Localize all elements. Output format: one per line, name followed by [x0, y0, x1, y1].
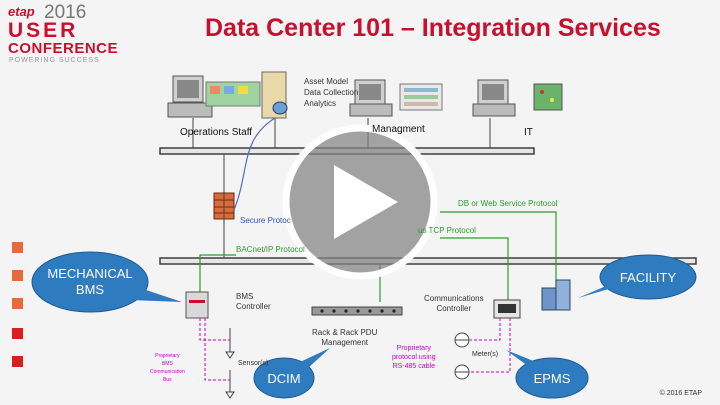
rack-pdu-icon	[311, 306, 403, 316]
mechanical-bms-text: MECHANICAL BMS	[34, 266, 146, 298]
comms-label-1: Communications	[424, 294, 484, 303]
tcp-protocol-label: us TCP Protocol	[418, 226, 476, 235]
asset-model-labels: Asset Model Data Collection Analytics	[304, 76, 358, 109]
mechanical-line-1: MECHANICAL	[47, 266, 133, 281]
management-label: Managment	[372, 124, 425, 135]
facility-text: FACILITY	[619, 270, 677, 285]
bus-label-1: Proprietary	[155, 353, 180, 359]
logo-user: USER	[8, 19, 79, 42]
proprietary-bus-label: Proprietary BMS Communication Bus	[150, 352, 185, 384]
db-protocol-label: DB or Web Service Protocol	[458, 199, 558, 208]
rack-label-2: Management	[321, 338, 369, 347]
rs485-label-1: Proprietary	[396, 345, 431, 352]
mechanical-line-2: BMS	[75, 282, 105, 297]
facility-building-icon	[541, 279, 571, 311]
bullet-5	[12, 356, 23, 367]
logo-conference: CONFERENCE	[8, 40, 119, 57]
communications-controller-icon	[493, 299, 521, 319]
dcim-bubble	[253, 348, 330, 399]
asset-label-2: Data Collection	[304, 88, 359, 97]
rs485-label: Proprietary protocol using RS-485 cable	[392, 344, 436, 371]
rs485-label-3: RS-485 cable	[392, 363, 435, 370]
comms-label-2: Controller	[436, 304, 472, 313]
bullet-4	[12, 328, 23, 339]
bms-controller-icon	[185, 291, 209, 319]
communications-controller-label: Communications Controller	[424, 294, 484, 314]
facility-bubble	[578, 254, 697, 300]
logo-tagline: POWERING SUCCESS	[9, 57, 100, 64]
bus-label-2: BMS	[161, 361, 173, 367]
rack-pdu-label: Rack & Rack PDU Management	[312, 328, 377, 348]
bms-label-2: Controller	[236, 302, 271, 311]
asset-label-1: Asset Model	[304, 77, 349, 86]
bus-label-4: Bus	[163, 377, 172, 383]
dcim-text: DCIM	[267, 371, 301, 386]
bullet-3	[12, 298, 23, 309]
secure-protocol-label: Secure Protoc	[240, 216, 291, 225]
epms-bubble	[506, 350, 589, 399]
it-label: IT	[524, 127, 533, 138]
sensors-label: Sensor(s)	[238, 360, 269, 367]
operations-workstation-icon	[167, 75, 261, 118]
logo-brand: etap	[8, 4, 35, 19]
logo-year: 2016	[44, 2, 87, 23]
bullet-2	[12, 270, 23, 281]
rs485-label-2: protocol using	[392, 354, 436, 361]
play-button[interactable]	[282, 124, 438, 280]
copyright-footer: © 2016 ETAP	[659, 390, 702, 397]
asset-label-3: Analytics	[304, 99, 337, 108]
management-workstation-icon	[349, 79, 443, 117]
slide-title: Data Center 101 – Integration Services	[205, 14, 661, 42]
bms-label-1: BMS	[236, 292, 254, 301]
it-workstation-icon	[472, 79, 563, 117]
meters-label: Meter(s)	[472, 351, 499, 358]
rack-label-1: Rack & Rack PDU	[312, 328, 378, 337]
bms-controller-label: BMS Controller	[236, 292, 271, 312]
mechanical-bms-bubble	[31, 251, 182, 313]
server-icon	[261, 71, 288, 119]
bus-label-3: Communication	[150, 369, 185, 375]
epms-text: EPMS	[533, 371, 571, 386]
operations-staff-label: Operations Staff	[180, 127, 253, 138]
bullet-1	[12, 242, 23, 253]
middle-network-bus	[159, 257, 697, 265]
bacnet-protocol-label: BACnet/IP Protocol	[236, 245, 305, 254]
